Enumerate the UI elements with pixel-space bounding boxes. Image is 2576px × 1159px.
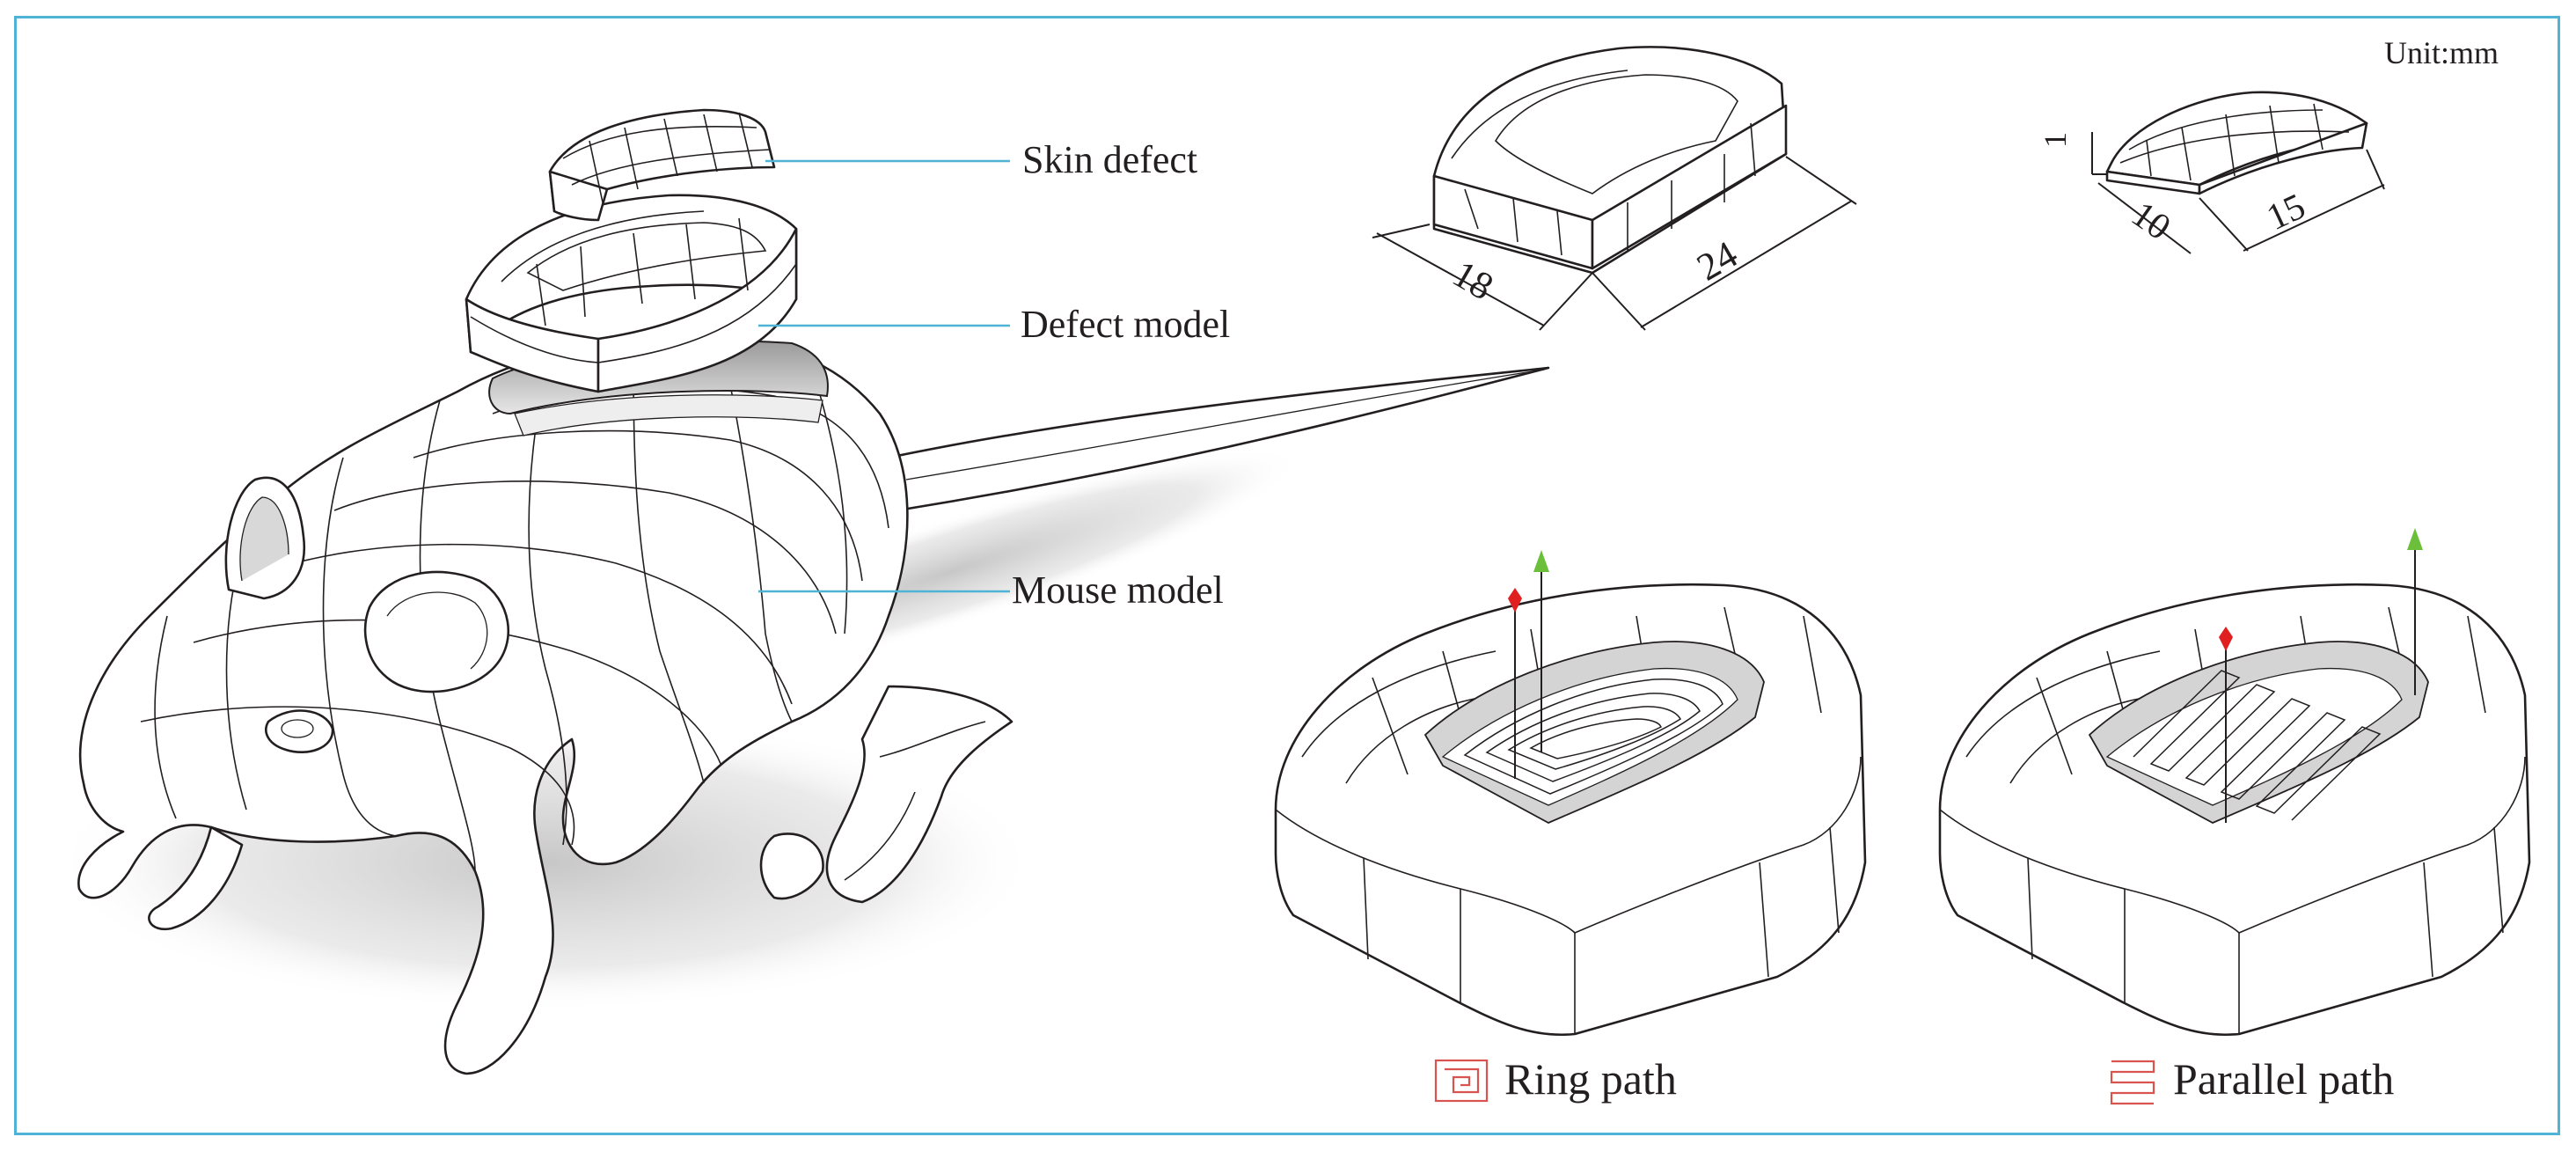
parallel-path-toolpath bbox=[2133, 670, 2382, 821]
mouse-model-label: Mouse model bbox=[1012, 568, 1224, 612]
ring-path-toolpath bbox=[1463, 679, 1723, 795]
ring-path-icon bbox=[1434, 1059, 1489, 1103]
ring-normal-arrow bbox=[1533, 550, 1549, 572]
parallel-path-icon bbox=[2110, 1060, 2155, 1105]
dim-skin-length-label: 15 bbox=[2261, 187, 2312, 238]
unit-label: Unit:mm bbox=[2384, 35, 2499, 70]
defect-model-label: Defect model bbox=[1021, 303, 1230, 346]
skin-defect-illustration bbox=[548, 108, 776, 222]
ring-start-marker bbox=[1508, 588, 1522, 613]
parallel-start-marker bbox=[2219, 627, 2233, 651]
skin-defect-dimensioned bbox=[2091, 91, 2385, 254]
mouse-model-illustration bbox=[53, 336, 1550, 1075]
ring-path-label: Ring path bbox=[1504, 1054, 1677, 1104]
figure-frame bbox=[14, 16, 2560, 1135]
defect-model-dimensioned bbox=[1372, 46, 1857, 331]
dim-thickness-label: 1 bbox=[2038, 132, 2073, 148]
ring-path-block bbox=[1274, 550, 1867, 1037]
mouse-front-leg bbox=[148, 825, 244, 931]
parallel-path-block bbox=[1938, 528, 2531, 1037]
dim-length-label: 24 bbox=[1690, 232, 1745, 289]
legend-ring: Ring path bbox=[1434, 1054, 1677, 1104]
parallel-normal-arrow bbox=[2407, 528, 2423, 550]
mouse-tail bbox=[887, 366, 1550, 512]
mouse-nose bbox=[265, 709, 334, 754]
legend-parallel: Parallel path bbox=[2110, 1054, 2394, 1105]
parallel-path-label: Parallel path bbox=[2173, 1054, 2394, 1104]
skin-defect-label: Skin defect bbox=[1022, 138, 1197, 181]
callout-leaders bbox=[758, 159, 1010, 593]
mouse-hind-leg bbox=[825, 685, 1014, 904]
dim-skin-width-label: 10 bbox=[2124, 194, 2177, 249]
mouse-hind-foot bbox=[759, 833, 824, 900]
dim-width-label: 18 bbox=[1445, 252, 1501, 308]
